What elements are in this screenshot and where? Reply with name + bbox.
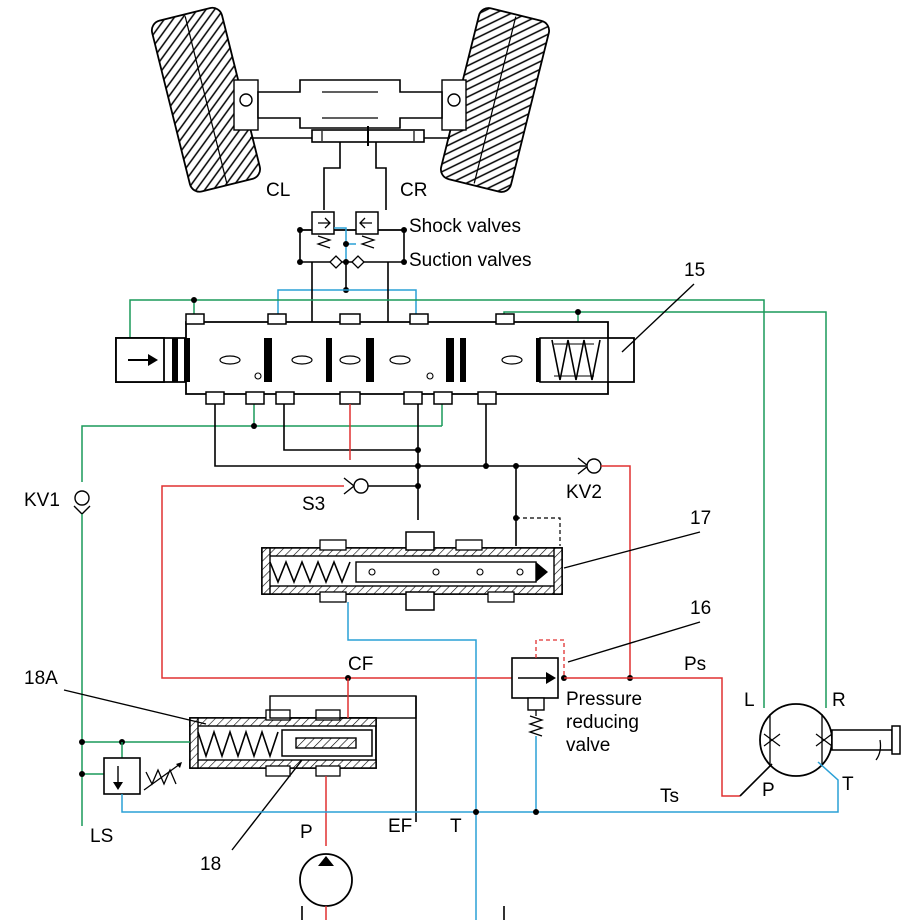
pump (299, 853, 353, 907)
priority-valve-17 (261, 531, 563, 611)
directional-valve (115, 313, 635, 405)
ls-relief-valve (103, 757, 182, 795)
suction-valve-right (351, 255, 365, 269)
suction-valve-left (329, 255, 343, 269)
check-valve-s3 (343, 477, 369, 495)
label-reducing: reducing (566, 712, 639, 733)
steering-axle (150, 6, 550, 193)
pilot-line-ls (81, 404, 443, 482)
pressure-reducing-valve-16 (511, 639, 565, 737)
label-valve: valve (566, 735, 610, 756)
label-p-unit: P (762, 780, 775, 801)
check-valve-kv1 (73, 490, 91, 515)
cylinder-ports (311, 262, 389, 322)
label-s3: S3 (302, 494, 325, 515)
pressure-line-ps (564, 677, 740, 797)
label-kv1: KV1 (24, 490, 60, 511)
label-17: 17 (690, 508, 711, 529)
steering-unit (759, 690, 901, 777)
label-kv2: KV2 (566, 482, 602, 503)
label-cl: CL (266, 180, 290, 201)
label-18: 18 (200, 854, 221, 875)
label-ps: Ps (684, 654, 706, 675)
priority-valve-18 (189, 695, 417, 777)
cylinder-lines (323, 142, 387, 210)
label-shock-valves: Shock valves (409, 216, 521, 237)
tank-line-t (536, 761, 839, 813)
label-pressure: Pressure (566, 689, 642, 710)
shock-suction-valve-block (297, 211, 407, 293)
label-18a: 18A (24, 668, 58, 689)
label-ls: LS (90, 826, 113, 847)
valve-spring-15 (539, 337, 609, 383)
label-t-unit: T (842, 774, 854, 795)
label-l: L (744, 690, 755, 711)
label-ts: Ts (660, 786, 679, 807)
label-cf: CF (348, 654, 373, 675)
label-15: 15 (684, 260, 705, 281)
pilot-line-l (129, 299, 765, 690)
label-t-tank: T (450, 816, 462, 837)
label-16: 16 (690, 598, 711, 619)
label-cr: CR (400, 180, 427, 201)
pressure-line-s3 (161, 485, 556, 679)
label-suction-valves: Suction valves (409, 250, 532, 271)
return-lines (214, 404, 586, 546)
tank-line-ls (121, 794, 536, 813)
axle-beam (257, 79, 443, 129)
label-ef: EF (388, 816, 412, 837)
pilot-dash-17 (516, 517, 561, 546)
pressure-line-kv2 (601, 465, 631, 678)
label-p-pump: P (300, 822, 313, 843)
suction-return-line (277, 289, 417, 322)
tank-line-main (347, 602, 477, 920)
label-r: R (832, 690, 846, 711)
